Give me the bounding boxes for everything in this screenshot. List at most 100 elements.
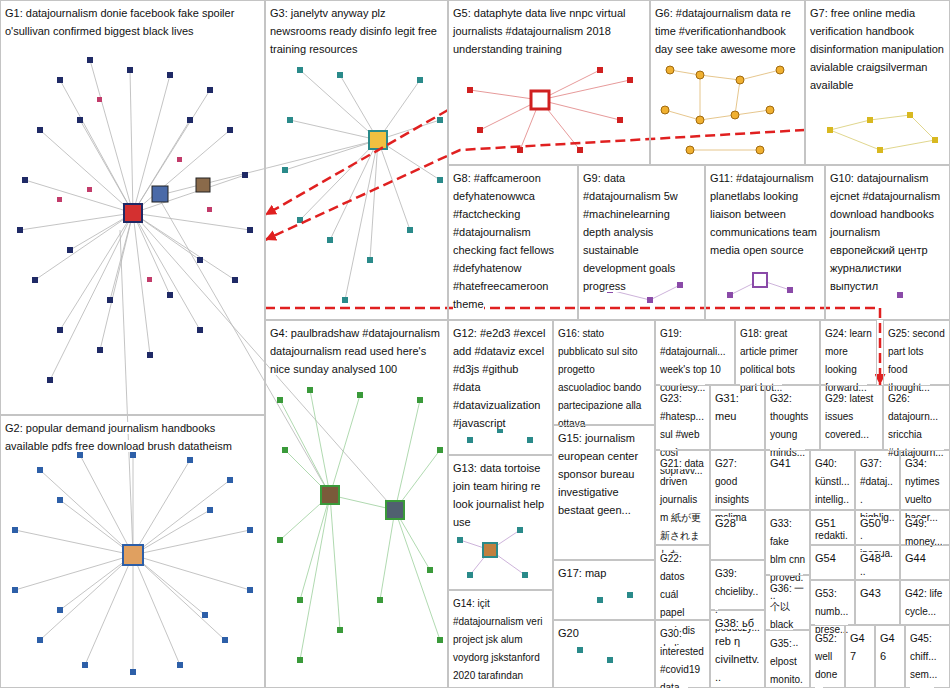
group-box: G37: #dataj... highlig... inequa... <box>855 450 900 510</box>
group-box: G4: paulbradshaw #datajournalism datajou… <box>265 320 448 688</box>
group-box: G49: money... <box>900 510 950 545</box>
g1-hub-3 <box>196 178 210 192</box>
group-label: G43 <box>860 587 881 599</box>
group-box: G28 <box>710 510 765 560</box>
group-label: G38: ьб rеb η civilnettv... <box>715 617 759 683</box>
group-box: G30: interested #covid19 data... <box>655 620 710 688</box>
group-label: G21: data driven journalism 紙が更新されました <box>660 458 704 559</box>
group-box: G31: meu <box>710 385 765 450</box>
group-label: G18: great article primer political bots… <box>740 328 798 393</box>
group-box: G1: datajournalism donie facebook fake s… <box>0 0 265 415</box>
group-label: G9: data #datajournalism 5w #machinelear… <box>583 172 678 292</box>
group-label: G2: popular demand journalism handbooks … <box>5 422 232 452</box>
group-label: G15: journalism european center sponsor … <box>558 432 638 516</box>
group-box: G21: data driven journalism 紙が更新されました <box>655 450 710 545</box>
g4-vertices <box>277 387 443 663</box>
group-label: G41 <box>770 457 791 469</box>
g4-hub-2 <box>386 501 404 519</box>
group-box: G46 <box>875 625 905 688</box>
group-label: G44 <box>905 552 926 564</box>
group-label: G19: #datajournali... week's top 10 cour… <box>660 328 726 393</box>
group-box: G18: great article primer political bots… <box>735 320 820 385</box>
group-label: G10: datajournalism ejcnet #datajournali… <box>830 172 940 292</box>
group-box: G10: datajournalism ejcnet #datajournali… <box>825 165 950 320</box>
group-label: G13: data tortoise join team hiring re l… <box>453 462 544 528</box>
g1-hub <box>124 204 142 222</box>
group-label: G40: künstl... intellig... redakti... <box>815 458 849 559</box>
group-box: G45: chiff... sem... ess... <box>905 625 950 688</box>
group-label: G24: learn more looking forward... <box>825 328 872 393</box>
group-box: G26: datajourn... sricchia #datajourn... <box>883 385 950 450</box>
group-label: G8: #affcameroon defyhatenowwca #factche… <box>453 172 554 310</box>
group-box: G35: elpost monito... vacuna... <box>765 630 810 688</box>
g1-accent-vertices <box>57 97 212 282</box>
g4-spokes <box>280 390 440 660</box>
g6-vertices <box>661 66 784 154</box>
g3-hub <box>369 131 387 149</box>
group-label: G42: life cycle... <box>905 588 942 617</box>
group-label: G50 <box>860 517 881 529</box>
g11-hub <box>753 273 767 287</box>
g1-spokes <box>20 60 395 555</box>
group-box: G17: map <box>553 560 655 620</box>
group-box: G52: well done... <box>810 625 845 688</box>
g9-g11-links <box>460 280 790 575</box>
group-box: G41 <box>765 450 810 510</box>
group-label: G45: chiff... sem... ess... <box>910 633 937 688</box>
group-box: G43 <box>855 580 900 625</box>
group-label: G46 <box>880 632 895 662</box>
g5-vertices <box>467 67 633 153</box>
group-box: G16: stato pubblicato sul sito progetto … <box>553 320 655 425</box>
group-box: G38: ьб rеb η civilnettv... <box>710 610 765 688</box>
group-box: G48 <box>855 545 900 580</box>
group-box: G23: #hatesp... sul #web così sopravv... <box>655 385 710 450</box>
g5-hub <box>531 91 549 109</box>
group-box: G11: #datajournalism planetlabs looking … <box>705 165 825 320</box>
group-box: G47 <box>845 625 875 688</box>
group-label: G25: second part lots food thought... <box>888 328 945 393</box>
group-label: G31: meu <box>715 392 739 422</box>
group-box: G9: data #datajournalism 5w #machinelear… <box>578 165 705 320</box>
group-label: G48 <box>860 552 881 564</box>
group-box: G29: latest issues covered... <box>820 385 883 450</box>
group-label: G51 <box>815 517 836 529</box>
g3-vertices <box>282 67 443 303</box>
group-box: G22: datos cuál papel periodis dedicam..… <box>655 545 710 620</box>
group-box: G3: janelytv anyway plz newsrooms ready … <box>265 0 448 320</box>
group-box: G6: #datajournalism data re time #verifi… <box>650 0 805 165</box>
group-box: G54 <box>810 545 855 580</box>
group-label: G7: free online media verification handb… <box>810 7 944 91</box>
group-label: G47 <box>850 632 865 662</box>
group-label: G29: latest issues covered... <box>825 393 873 440</box>
group-box: G24: learn more looking forward... <box>820 320 877 385</box>
group-box: G8: #affcameroon defyhatenowwca #factche… <box>448 165 578 320</box>
g2-vertices <box>12 452 253 675</box>
group-label: G52: well done... <box>815 633 837 688</box>
group-box: G12: #e2d3 #excel add #dataviz excel #d3… <box>448 320 553 455</box>
g5-spokes <box>470 70 630 150</box>
group-box: G42: life cycle... <box>900 580 950 625</box>
g7-vertices <box>827 112 938 153</box>
group-box: G34: nytimes vuelto hacer... <box>900 450 950 510</box>
g7-links <box>830 115 935 150</box>
group-label: G17: map <box>558 567 606 579</box>
group-box: G2: popular demand journalism handbooks … <box>0 415 265 688</box>
group-box: G19: #datajournali... week's top 10 cour… <box>655 320 735 385</box>
group-box: G15: journalism european center sponsor … <box>553 425 655 560</box>
group-label: G34: nytimes vuelto hacer... <box>905 458 939 523</box>
group-box: G14: içit #datajournalism veri project j… <box>448 590 553 688</box>
group-label: G6: #datajournalism data re time #verifi… <box>655 7 796 55</box>
group-box: G33: fake blm cnn proved... <box>765 510 810 575</box>
group-label: G11: #datajournalism planetlabs looking … <box>710 172 817 256</box>
group-box: G32: thoughts young minds... <box>765 385 820 450</box>
group-label: G32: thoughts young minds... <box>770 393 808 458</box>
group-edge <box>265 110 448 215</box>
g2-hub <box>123 545 143 565</box>
group-label: G26: datajourn... sricchia #datajourn... <box>888 393 944 458</box>
group-box: G50 <box>855 510 900 545</box>
group-label: G1: datajournalism donie facebook fake s… <box>5 7 234 37</box>
g13-hub <box>483 543 497 557</box>
group-box: G25: second part lots food thought... <box>883 320 950 385</box>
